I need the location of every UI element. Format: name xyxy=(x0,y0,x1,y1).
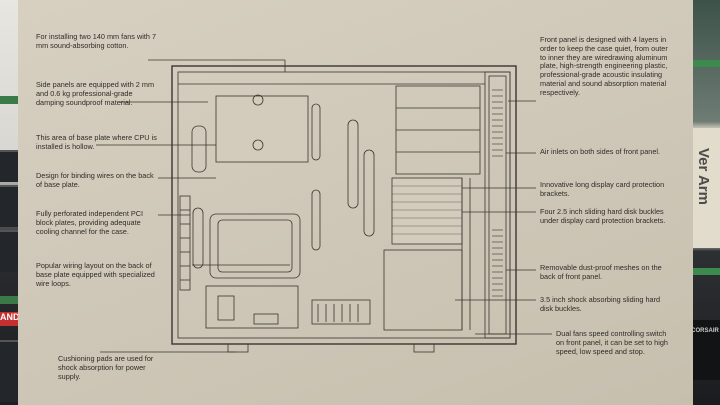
callout-wiring-layout: Popular wiring layout on the back of bas… xyxy=(36,261,155,288)
product-box-brand: CORSAIR xyxy=(690,320,720,380)
chassis xyxy=(171,65,517,353)
product-box-side: Ver Arm xyxy=(690,128,720,248)
callout-hdd-buckles: 3.5 inch shock absorbing sliding hard di… xyxy=(540,295,661,313)
background-shelf-left: AND xyxy=(0,0,20,405)
callout-ssd-buckles: Four 2.5 inch sliding hard disk buckles … xyxy=(540,207,666,225)
shelf-edge xyxy=(690,60,720,67)
shelf-edge xyxy=(0,96,20,104)
product-box xyxy=(0,185,20,227)
product-box xyxy=(0,340,20,402)
background-shelf-right: Ver Arm CORSAIR xyxy=(690,0,720,405)
callout-cpu-cutout: This area of base plate where CPU is ins… xyxy=(36,133,157,151)
store-tag: AND xyxy=(0,312,20,326)
leader-lines xyxy=(96,59,552,353)
callout-front-panel-layers: Front panel is designed with 4 layers in… xyxy=(540,35,668,97)
callout-gpu-brackets: Innovative long display card protection … xyxy=(540,180,665,198)
callout-pci-plates: Fully perforated independent PCI block p… xyxy=(36,209,144,236)
callout-wire-binding: Design for binding wires on the back of … xyxy=(36,171,154,189)
callout-psu-cushion: Cushioning pads are used for shock absor… xyxy=(58,354,154,381)
product-box xyxy=(0,150,20,182)
shelf-edge xyxy=(690,268,720,275)
callout-air-inlets: Air inlets on both sides of front panel. xyxy=(540,147,661,156)
callout-side-panels: Side panels are equipped with 2 mm and 0… xyxy=(36,80,155,107)
product-box xyxy=(0,230,20,272)
shelf-edge xyxy=(0,296,20,304)
product-box-panel xyxy=(18,0,693,405)
callout-fan-switch: Dual fans speed controlling switch on fr… xyxy=(556,329,668,356)
product-box-text: Ver Arm xyxy=(695,148,712,205)
callout-fan-mount: For installing two 140 mm fans with 7 mm… xyxy=(36,32,157,50)
callout-dust-meshes: Removable dust-proof meshes on the back … xyxy=(540,263,662,281)
